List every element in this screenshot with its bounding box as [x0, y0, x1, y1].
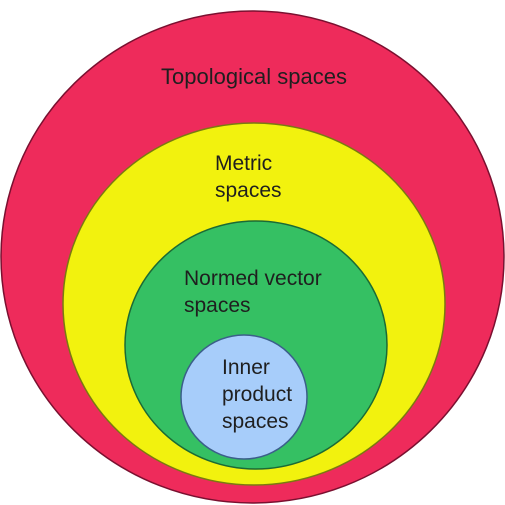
inner-product-spaces-label-line2: product — [222, 383, 292, 406]
watermark-text: 知乎 @李狗嗨 — [412, 475, 494, 491]
metric-spaces-label-line1: Metric — [215, 152, 272, 175]
normed-vector-spaces-label-line2: spaces — [184, 294, 251, 317]
topological-spaces-label: Topological spaces — [161, 64, 347, 89]
normed-vector-spaces-label-line1: Normed vector — [184, 267, 322, 290]
metric-spaces-label-line2: spaces — [215, 179, 282, 202]
inner-product-spaces-region — [180, 334, 308, 460]
inner-product-spaces-label-line1: Inner — [222, 356, 270, 379]
inner-product-spaces-label-line3: spaces — [222, 410, 289, 433]
